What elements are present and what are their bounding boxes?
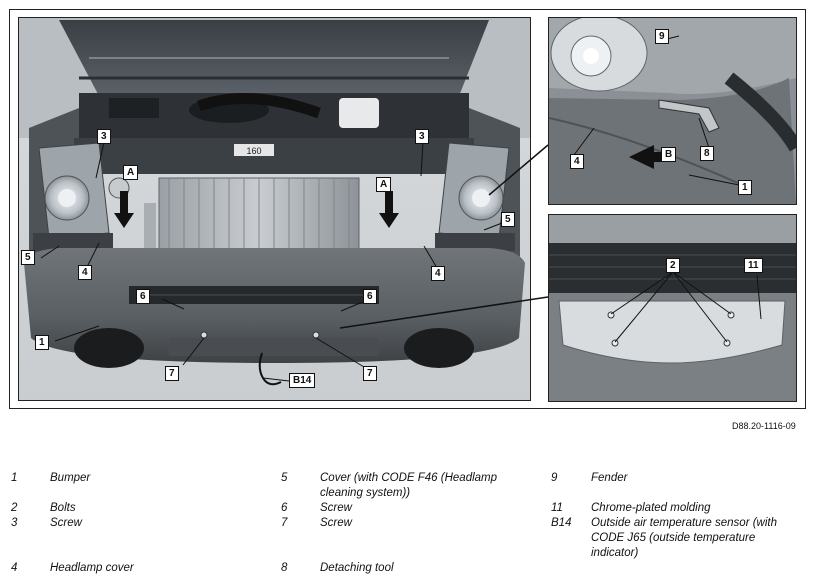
inset-callout-2: 2 <box>666 258 680 273</box>
legend-text-fender: Fender <box>591 472 628 484</box>
legend-num-11: 11 <box>551 502 563 514</box>
legend-text-bumper: Bumper <box>50 472 91 484</box>
legend-text-screw-3: Screw <box>50 517 82 529</box>
callout-3-right: 3 <box>415 129 429 144</box>
top-inset-photo <box>548 17 797 205</box>
legend-text-screw-7: Screw <box>320 517 352 529</box>
callout-4-right: 4 <box>431 266 445 281</box>
legend-num-6: 6 <box>281 502 288 514</box>
inset-callout-4: 4 <box>570 154 584 169</box>
callout-7-left: 7 <box>165 366 179 381</box>
legend-num-b14: B14 <box>551 517 572 529</box>
legend-text-screw-6: Screw <box>320 502 352 514</box>
legend-num-1: 1 <box>11 472 18 484</box>
callout-a-left: A <box>123 165 139 180</box>
inset-callout-1: 1 <box>738 180 752 195</box>
callout-b14: B14 <box>289 373 316 388</box>
inset-callout-9: 9 <box>655 29 669 44</box>
legend-num-4: 4 <box>11 562 18 574</box>
legend-num-8: 8 <box>281 562 288 574</box>
legend-text-bolts: Bolts <box>50 502 76 514</box>
legend-num-9: 9 <box>551 472 558 484</box>
callout-5-right: 5 <box>501 212 515 227</box>
legend-num-2: 2 <box>11 502 18 514</box>
molding-detail-illustration <box>549 215 796 401</box>
callout-4-left: 4 <box>78 265 92 280</box>
inset-callout-b: B <box>661 147 677 162</box>
legend-num-7: 7 <box>281 517 288 529</box>
main-photo: 160 <box>18 17 531 401</box>
legend-text-cover: Cover (with CODE F46 (Headlamp cleaning … <box>320 472 498 499</box>
fender-detail-illustration <box>549 18 796 204</box>
inset-callout-8: 8 <box>700 146 714 161</box>
callout-7-right: 7 <box>363 366 377 381</box>
callout-3-left: 3 <box>97 129 111 144</box>
legend-text-headlamp-cover: Headlamp cover <box>50 562 134 574</box>
legend-text-air-temp-sensor: Outside air temperature sensor (with COD… <box>591 517 777 559</box>
bottom-inset-photo <box>548 214 797 402</box>
callout-6-left: 6 <box>136 289 150 304</box>
legend-num-5: 5 <box>281 472 288 484</box>
van-front-illustration: 160 <box>19 18 530 400</box>
callout-6-right: 6 <box>363 289 377 304</box>
callout-a-right: A <box>376 177 392 192</box>
figure-id: D88.20-1116-09 <box>732 421 796 431</box>
callout-5-left: 5 <box>21 250 35 265</box>
legend-text-detaching-tool: Detaching tool <box>320 562 394 574</box>
callout-1-main: 1 <box>35 335 49 350</box>
engine-badge: 160 <box>246 146 261 156</box>
legend-num-3: 3 <box>11 517 18 529</box>
legend-text-chrome-molding: Chrome-plated molding <box>591 502 711 514</box>
inset-callout-11: 11 <box>744 258 763 273</box>
